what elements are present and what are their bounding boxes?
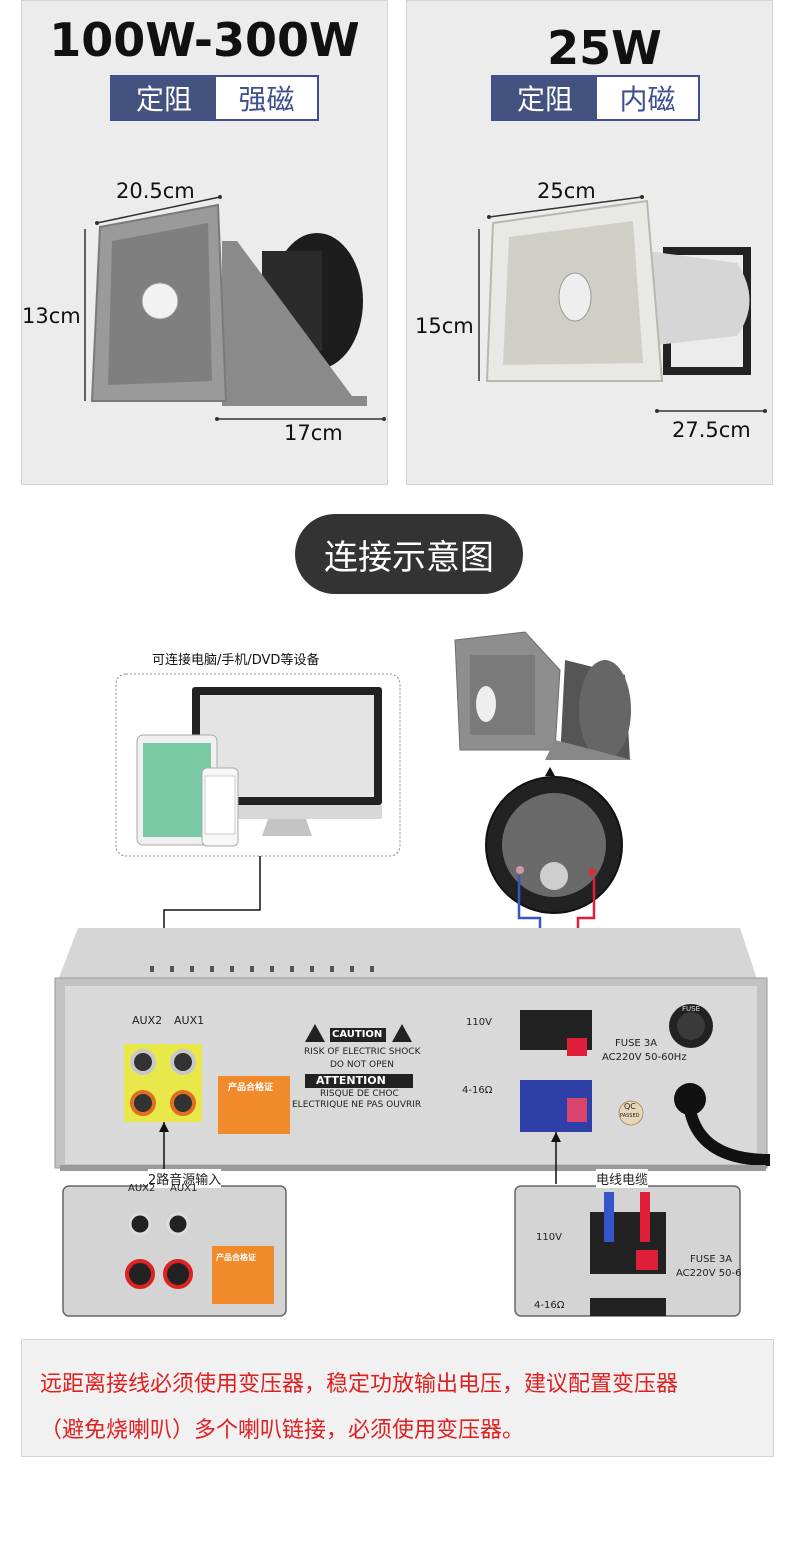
horn-speaker-image [478, 195, 767, 413]
inset-ohm-label: 4-16Ω [534, 1300, 565, 1311]
aux1-label: AUX1 [174, 1014, 205, 1027]
product-power-title: 25W [547, 21, 662, 75]
tag-magnet-type: 强磁 [216, 77, 317, 119]
inset-aux2-label: AUX2 [128, 1183, 156, 1194]
risque-label: RISQUE DE CHOC [320, 1089, 399, 1099]
inset-cert-label: 产品合格证 [216, 1253, 256, 1262]
section-title-pill: 连接示意图 [295, 514, 523, 594]
speaker-ohm-label: 4-16Ω [462, 1085, 493, 1096]
dim-depth: 17cm [284, 421, 343, 445]
ac-input-label: AC220V 50-60Hz [602, 1052, 687, 1063]
shock-warning: RISK OF ELECTRIC SHOCK [304, 1047, 421, 1057]
speaker-110v-label: 110V [466, 1017, 492, 1028]
cable-caption: 电线电缆 [596, 1169, 649, 1188]
dim-height: 15cm [415, 314, 474, 338]
device-caption: 可连接电脑/手机/DVD等设备 [152, 653, 320, 668]
connection-diagram [54, 631, 771, 1317]
transformer-notice: 远距离接线必须使用变压器，稳定功放输出电压，建议配置变压器 （避免烧喇叭）多个喇… [21, 1339, 774, 1457]
horn-speaker-image [84, 195, 386, 421]
product-tags: 定阻 强磁 [110, 75, 319, 121]
fuse-label: FUSE 3A [615, 1038, 658, 1049]
dim-width: 20.5cm [116, 179, 195, 203]
dim-width: 25cm [537, 179, 596, 203]
product-panel-left: 100W-300W 定阻 强磁 20.5cm 13cm 17cm [21, 0, 388, 485]
caution-label: CAUTION [332, 1029, 383, 1040]
inset-ac-label: AC220V 50-6 [676, 1268, 742, 1279]
inset-aux1-label: AUX1 [170, 1183, 198, 1194]
audio-input-caption: 2路音源输入 [148, 1169, 222, 1188]
cert-sticker-label: 产品合格证 [228, 1083, 274, 1093]
tag-fixed-resistance: 定阻 [493, 77, 597, 119]
qc-badge: QC [624, 1102, 636, 1111]
fuse-cap-label: FUSE [682, 1005, 701, 1013]
product-panel-right: 25W 定阻 内磁 25cm 15cm 27.5cm [406, 0, 773, 485]
dim-height: 13cm [22, 304, 81, 328]
aux2-label: AUX2 [132, 1014, 163, 1027]
notice-line-2: （避免烧喇叭）多个喇叭链接，必须使用变压器。 [40, 1418, 525, 1443]
qc-passed: PASSED [620, 1113, 640, 1119]
do-not-open: DO NOT OPEN [330, 1060, 394, 1070]
tag-fixed-resistance: 定阻 [112, 77, 216, 119]
electrique-label: ELECTRIQUE NE PAS OUVRIR [292, 1100, 422, 1110]
product-power-title: 100W-300W [49, 13, 360, 67]
dim-depth: 27.5cm [672, 418, 751, 442]
product-tags: 定阻 内磁 [491, 75, 700, 121]
attention-label: ATTENTION [316, 1074, 386, 1087]
tag-magnet-type: 内磁 [597, 77, 698, 119]
notice-line-1: 远距离接线必须使用变压器，稳定功放输出电压，建议配置变压器 [40, 1372, 679, 1397]
inset-fuse-label: FUSE 3A [690, 1254, 733, 1265]
inset-110v-label: 110V [536, 1232, 562, 1243]
